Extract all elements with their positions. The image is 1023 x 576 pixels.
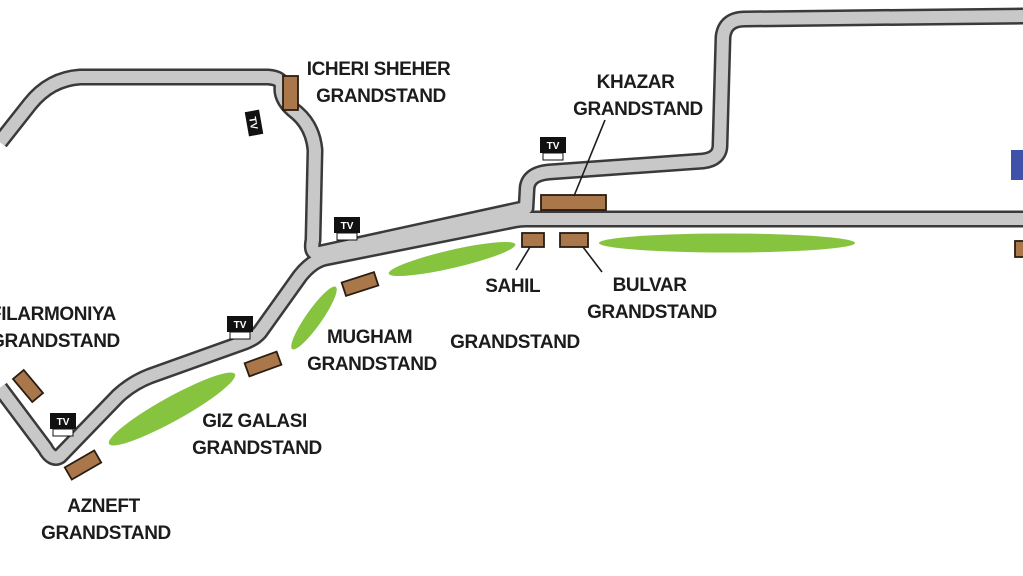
tv-camera-icon[interactable]: TV <box>227 316 253 340</box>
svg-text:TV: TV <box>246 116 259 131</box>
grass-areas <box>108 233 855 446</box>
bulvar-leader-line <box>582 246 603 273</box>
edge-grandstand-icon[interactable] <box>1014 240 1023 258</box>
sahil-grandstand-icon[interactable] <box>521 232 545 248</box>
grandstand-labels: ICHERI SHEHER GRANDSTAND KHAZAR GRANDSTA… <box>0 59 717 544</box>
mugham-label: MUGHAM GRANDSTAND <box>307 327 437 375</box>
tv-camera-icon[interactable]: TV <box>242 107 266 139</box>
edge-marker <box>1011 150 1023 180</box>
icheri-sheher-label: ICHERI SHEHER GRANDSTAND <box>307 59 456 107</box>
tv-camera-icon[interactable]: TV <box>540 137 566 161</box>
filarmoniya-grandstand-icon[interactable] <box>11 368 45 404</box>
sahil-label: SAHIL GRANDSTAND <box>450 276 580 353</box>
tv-camera-icon[interactable]: TV <box>334 217 360 241</box>
grass-verge-mugham <box>291 286 337 350</box>
azneft-label: AZNEFT GRANDSTAND <box>41 496 171 544</box>
khazar-leader-line <box>573 119 606 197</box>
svg-text:TV: TV <box>547 141 560 152</box>
azneft-grandstand-icon[interactable] <box>63 449 103 481</box>
bulvar-grandstand-icon[interactable] <box>559 232 589 248</box>
leader-lines <box>515 119 606 273</box>
filarmoniya-label: FILARMONIYA GRANDSTAND <box>0 304 120 352</box>
bulvar-label: BULVAR GRANDSTAND <box>587 275 717 323</box>
khazar-label: KHAZAR GRANDSTAND <box>573 72 703 120</box>
sahil-leader-line <box>515 246 531 271</box>
tv-camera-icon[interactable]: TV <box>50 413 76 437</box>
race-track <box>0 7 1023 466</box>
grass-verge-sahil <box>388 241 516 277</box>
track-surface <box>0 10 1023 464</box>
tv-markers: TV TV TV TV TV <box>50 107 566 437</box>
svg-text:TV: TV <box>341 221 354 232</box>
svg-text:TV: TV <box>234 320 247 331</box>
mugham-grandstand-icon[interactable] <box>340 270 380 298</box>
giz-galasi-label: GIZ GALASI GRANDSTAND <box>192 411 322 459</box>
giz-galasi-grandstand-icon[interactable] <box>243 350 283 378</box>
svg-text:TV: TV <box>57 417 70 428</box>
grandstand-blocks <box>11 75 1023 481</box>
khazar-grandstand-icon[interactable] <box>540 194 607 211</box>
grass-verge-main-straight <box>599 233 855 253</box>
icheri-sheher-grandstand-icon[interactable] <box>282 75 299 111</box>
grass-verge-giz-galasi <box>108 372 236 446</box>
